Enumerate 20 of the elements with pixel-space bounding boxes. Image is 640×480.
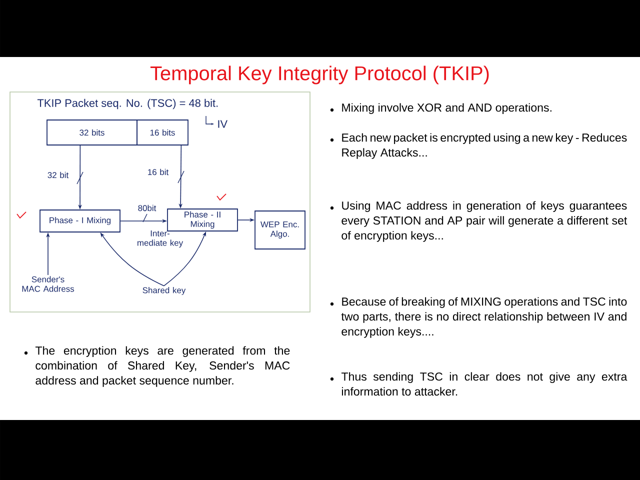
handwritten-note: IV — [218, 120, 228, 128]
handwritten-note: Inter-mediate key — [138, 230, 184, 248]
process-box: Phase - I Mixing — [40, 210, 120, 232]
input-text: Shared key — [142, 287, 186, 295]
process-box: 32 bits — [46, 120, 138, 146]
title: Temporal Key Integrity Protocol (TKIP) — [150, 66, 489, 84]
process-box: WEP Enc. Algo. — [254, 210, 306, 250]
edge-label: 80bit — [138, 204, 156, 212]
process-box: Phase - II Mixing — [167, 208, 238, 232]
bullet-text: Using MAC address in generation of keys guarantees every STATION and AP pair will generate a different set of encryption keys... — [342, 201, 628, 242]
bullet-text: Because of breaking of MIXING operations and TSC into two parts, there is no direct relationship between IV and encryption keys.... — [341, 297, 627, 338]
bullet-text: Each new packet is encrypted using a new key - Reduces Replay Attacks... — [342, 133, 627, 159]
edge-label: 32 bit — [48, 172, 69, 178]
edge-label: 16 bit — [148, 168, 169, 176]
process-box: 16 bits — [136, 120, 188, 146]
input-text: Sender's MAC Address — [22, 276, 74, 292]
bullet-text: The encryption keys are generated from the combination of Shared Key, Sender's MAC address and packet sequence number. — [35, 346, 290, 387]
bullet-text: Thus sending TSC in clear does not give any extra information to attacker. — [341, 372, 628, 396]
handwritten-note: TKIP Packet seq. No. (TSC) = 48 bit. — [37, 98, 218, 110]
bullet-text: Mixing involve XOR and AND operations. — [342, 103, 552, 114]
